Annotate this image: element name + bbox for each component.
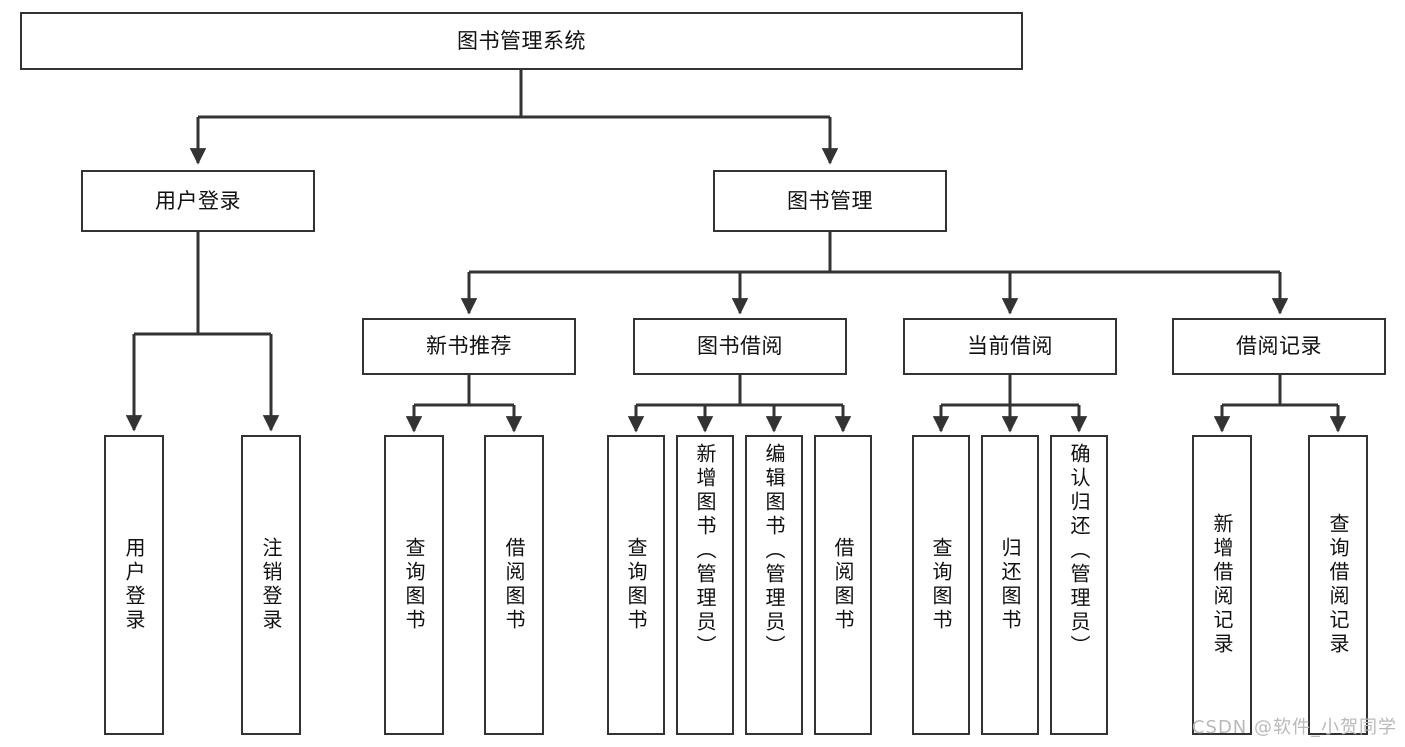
- node-leaf-add-record-label: 新增借阅记录: [1210, 513, 1234, 657]
- node-new-book-recommend-label: 新书推荐: [426, 334, 512, 359]
- node-book-borrow[interactable]: 图书借阅: [633, 318, 847, 375]
- node-new-book-recommend[interactable]: 新书推荐: [362, 318, 576, 375]
- node-book-management[interactable]: 图书管理: [713, 170, 947, 232]
- node-leaf-user-logout-label: 注销登录: [259, 537, 283, 633]
- node-leaf-query-record-label: 查询借阅记录: [1326, 513, 1350, 657]
- node-root-label: 图书管理系统: [457, 28, 586, 53]
- node-leaf-query-book-3[interactable]: 查询图书: [912, 435, 970, 735]
- node-leaf-query-book-2[interactable]: 查询图书: [607, 435, 665, 735]
- node-leaf-edit-book[interactable]: 编辑图书（管理员）: [745, 435, 803, 735]
- node-leaf-borrow-book-1[interactable]: 借阅图书: [484, 435, 544, 735]
- node-user-login[interactable]: 用户登录: [81, 170, 315, 232]
- node-book-management-label: 图书管理: [787, 188, 873, 213]
- node-user-login-label: 用户登录: [155, 188, 241, 213]
- node-root[interactable]: 图书管理系统: [20, 12, 1023, 70]
- node-leaf-confirm-return-label: 确认归还（管理员）: [1067, 443, 1091, 659]
- node-leaf-borrow-book-1-label: 借阅图书: [502, 537, 526, 633]
- node-current-borrow-label: 当前借阅: [967, 334, 1053, 359]
- node-leaf-confirm-return[interactable]: 确认归还（管理员）: [1050, 435, 1108, 735]
- node-leaf-add-book[interactable]: 新增图书（管理员）: [676, 435, 734, 735]
- node-leaf-user-login-label: 用户登录: [122, 537, 146, 633]
- node-leaf-add-record[interactable]: 新增借阅记录: [1192, 435, 1252, 735]
- node-leaf-query-book-2-label: 查询图书: [624, 537, 648, 633]
- node-leaf-query-book-3-label: 查询图书: [929, 537, 953, 633]
- node-leaf-edit-book-label: 编辑图书（管理员）: [762, 443, 786, 659]
- node-leaf-query-book-1-label: 查询图书: [402, 537, 426, 633]
- node-leaf-user-login[interactable]: 用户登录: [104, 435, 164, 735]
- watermark-text: CSDN @软件_小贺同学: [1191, 717, 1397, 738]
- node-leaf-borrow-book-2[interactable]: 借阅图书: [814, 435, 872, 735]
- node-leaf-add-book-label: 新增图书（管理员）: [693, 443, 717, 659]
- node-borrow-record-label: 借阅记录: [1236, 334, 1322, 359]
- node-current-borrow[interactable]: 当前借阅: [903, 318, 1117, 375]
- node-borrow-record[interactable]: 借阅记录: [1172, 318, 1386, 375]
- node-leaf-user-logout[interactable]: 注销登录: [241, 435, 301, 735]
- node-leaf-query-book-1[interactable]: 查询图书: [384, 435, 444, 735]
- node-leaf-borrow-book-2-label: 借阅图书: [831, 537, 855, 633]
- node-leaf-return-book[interactable]: 归还图书: [981, 435, 1039, 735]
- node-book-borrow-label: 图书借阅: [697, 334, 783, 359]
- node-leaf-return-book-label: 归还图书: [998, 537, 1022, 633]
- node-leaf-query-record[interactable]: 查询借阅记录: [1308, 435, 1368, 735]
